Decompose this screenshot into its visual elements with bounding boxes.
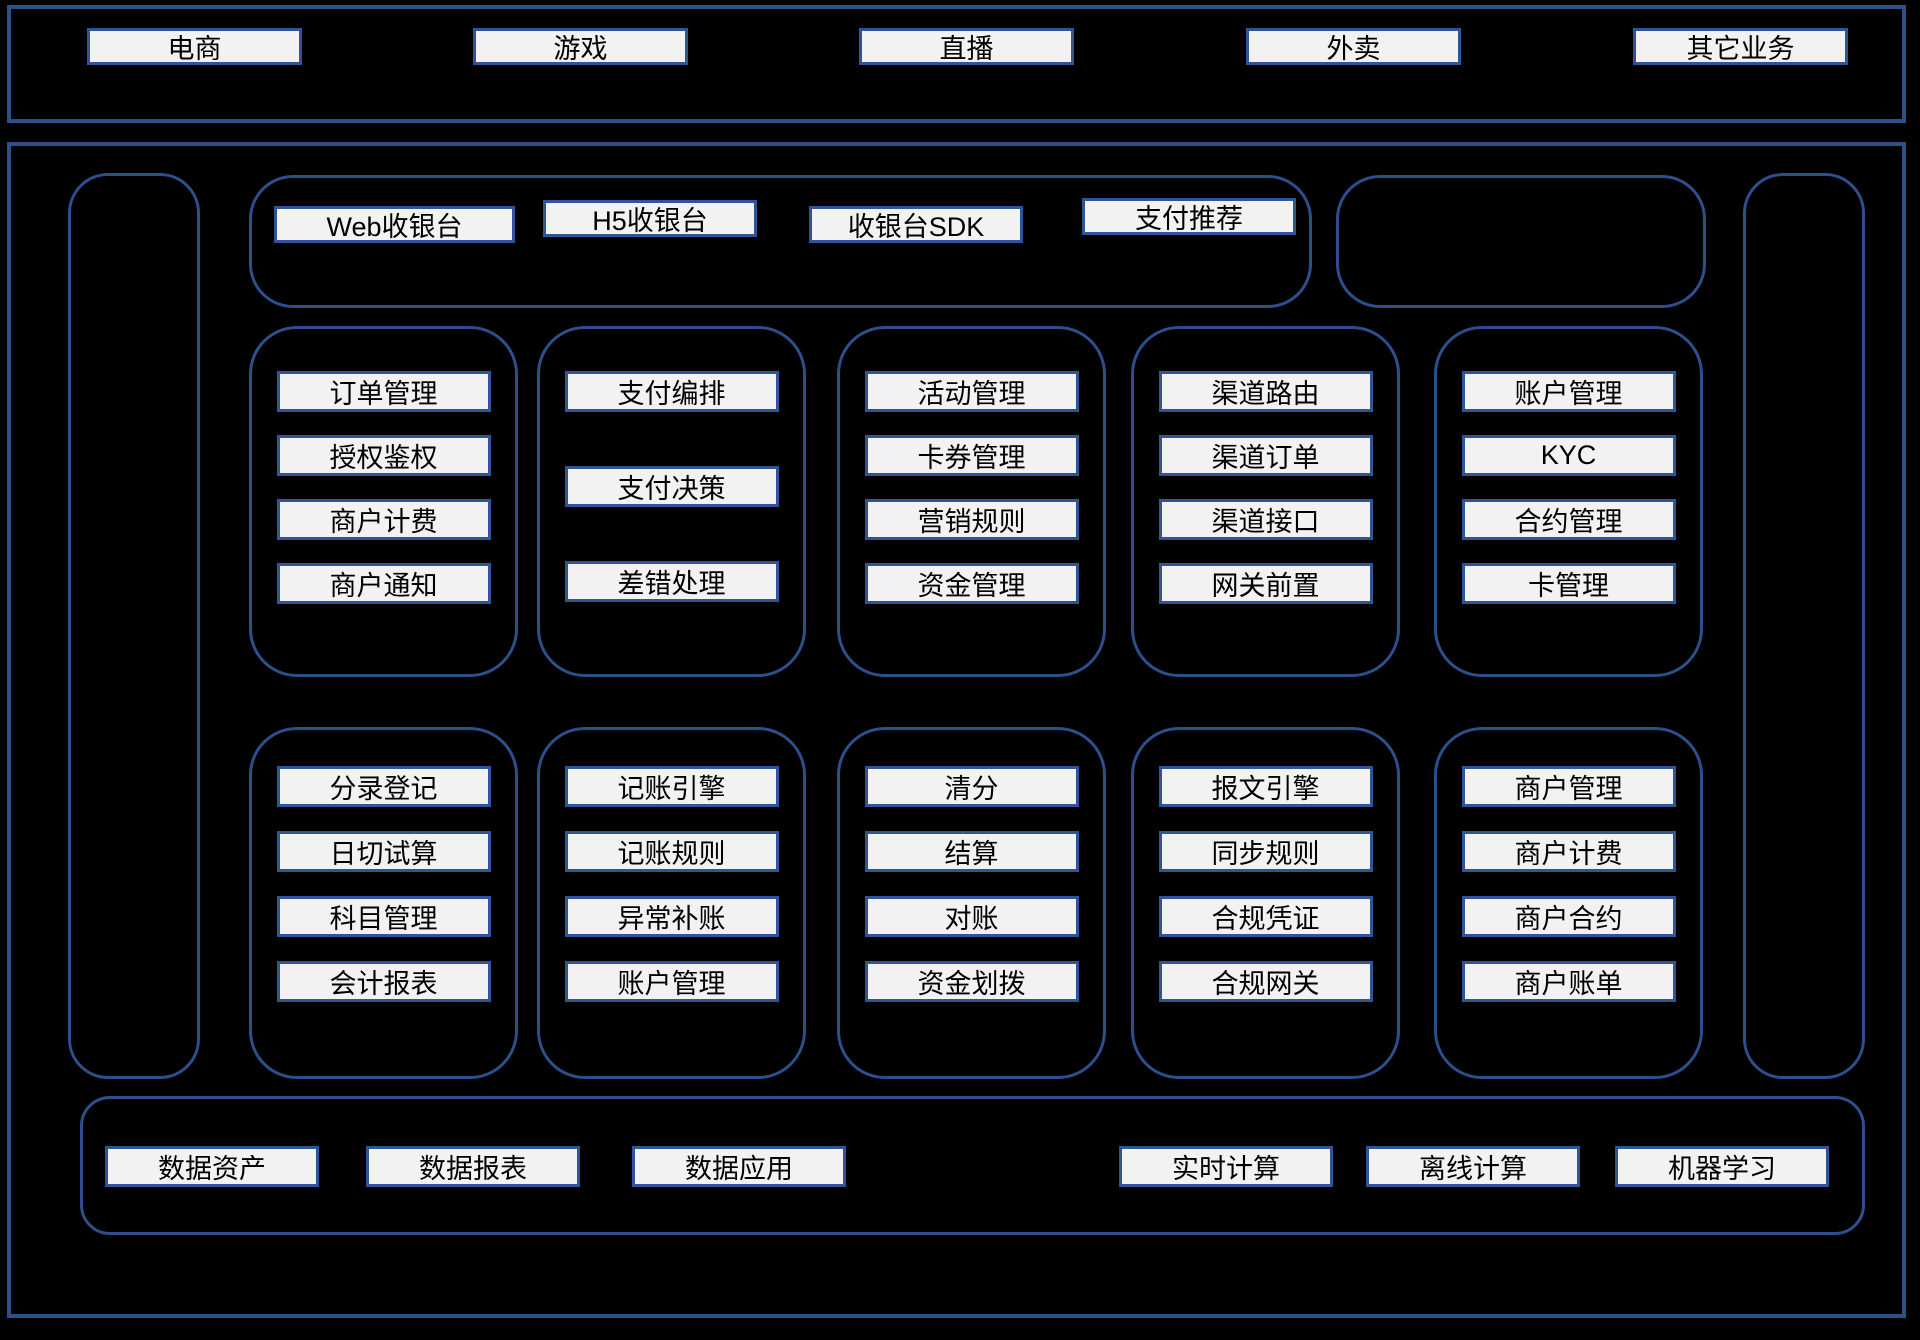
access-box: H5收银台	[543, 200, 757, 237]
module-box: 授权鉴权	[276, 435, 491, 476]
access-layer: Web收银台 H5收银台 收银台SDK 支付推荐	[249, 175, 1312, 308]
module-group: 渠道路由 渠道订单 渠道接口 网关前置	[1131, 326, 1400, 677]
module-box: 活动管理	[864, 371, 1079, 412]
business-box: 其它业务	[1633, 28, 1848, 65]
module-box: 清分	[864, 766, 1079, 807]
module-box: 订单管理	[276, 371, 491, 412]
module-box: KYC	[1461, 435, 1676, 476]
module-group: 支付编排 支付决策 差错处理	[537, 326, 806, 677]
module-box: 合规凭证	[1158, 896, 1373, 937]
module-box: 商户计费	[1461, 831, 1676, 872]
access-extra-panel	[1336, 175, 1706, 308]
module-box: 支付编排	[564, 371, 779, 412]
module-box: 网关前置	[1158, 563, 1373, 604]
module-box: 渠道接口	[1158, 499, 1373, 540]
module-group: 订单管理 授权鉴权 商户计费 商户通知	[249, 326, 518, 677]
module-box: 商户管理	[1461, 766, 1676, 807]
module-group: 报文引擎 同步规则 合规凭证 合规网关	[1131, 727, 1400, 1079]
module-box: 商户账单	[1461, 961, 1676, 1002]
business-layer: 电商 游戏 直播 外卖 其它业务	[7, 5, 1906, 123]
module-group: 记账引擎 记账规则 异常补账 账户管理	[537, 727, 806, 1079]
right-side-panel	[1743, 173, 1865, 1079]
module-box: 商户计费	[276, 499, 491, 540]
module-box: 账户管理	[1461, 371, 1676, 412]
module-box: 报文引擎	[1158, 766, 1373, 807]
module-box: 卡管理	[1461, 563, 1676, 604]
data-box: 机器学习	[1615, 1146, 1829, 1187]
data-box: 数据应用	[632, 1146, 846, 1187]
data-box: 实时计算	[1119, 1146, 1333, 1187]
business-box: 外卖	[1246, 28, 1461, 65]
module-box: 渠道路由	[1158, 371, 1373, 412]
access-box: Web收银台	[274, 206, 515, 243]
access-box: 收银台SDK	[809, 206, 1023, 243]
module-box: 异常补账	[564, 896, 779, 937]
module-box: 商户合约	[1461, 896, 1676, 937]
platform-frame: Web收银台 H5收银台 收银台SDK 支付推荐 订单管理 授权鉴权 商户计费 …	[7, 142, 1906, 1318]
business-box: 电商	[87, 28, 302, 65]
module-box: 支付决策	[564, 466, 779, 507]
module-box: 渠道订单	[1158, 435, 1373, 476]
business-box: 直播	[859, 28, 1074, 65]
module-group: 清分 结算 对账 资金划拨	[837, 727, 1106, 1079]
data-box: 数据报表	[366, 1146, 580, 1187]
left-side-panel	[68, 173, 200, 1079]
module-box: 记账规则	[564, 831, 779, 872]
business-box: 游戏	[473, 28, 688, 65]
module-group: 分录登记 日切试算 科目管理 会计报表	[249, 727, 518, 1079]
module-box: 科目管理	[276, 896, 491, 937]
module-box: 记账引擎	[564, 766, 779, 807]
module-group: 商户管理 商户计费 商户合约 商户账单	[1434, 727, 1703, 1079]
module-box: 同步规则	[1158, 831, 1373, 872]
module-box: 营销规则	[864, 499, 1079, 540]
module-box: 会计报表	[276, 961, 491, 1002]
module-box: 合约管理	[1461, 499, 1676, 540]
module-box: 账户管理	[564, 961, 779, 1002]
module-box: 差错处理	[564, 561, 779, 602]
module-box: 日切试算	[276, 831, 491, 872]
module-box: 资金管理	[864, 563, 1079, 604]
module-box: 商户通知	[276, 563, 491, 604]
module-group: 账户管理 KYC 合约管理 卡管理	[1434, 326, 1703, 677]
access-box: 支付推荐	[1082, 198, 1296, 235]
module-box: 资金划拨	[864, 961, 1079, 1002]
data-box: 离线计算	[1366, 1146, 1580, 1187]
module-box: 结算	[864, 831, 1079, 872]
module-group: 活动管理 卡券管理 营销规则 资金管理	[837, 326, 1106, 677]
module-box: 分录登记	[276, 766, 491, 807]
module-box: 对账	[864, 896, 1079, 937]
data-box: 数据资产	[105, 1146, 319, 1187]
module-box: 合规网关	[1158, 961, 1373, 1002]
module-box: 卡券管理	[864, 435, 1079, 476]
data-layer: 数据资产 数据报表 数据应用 实时计算 离线计算 机器学习	[80, 1096, 1865, 1235]
